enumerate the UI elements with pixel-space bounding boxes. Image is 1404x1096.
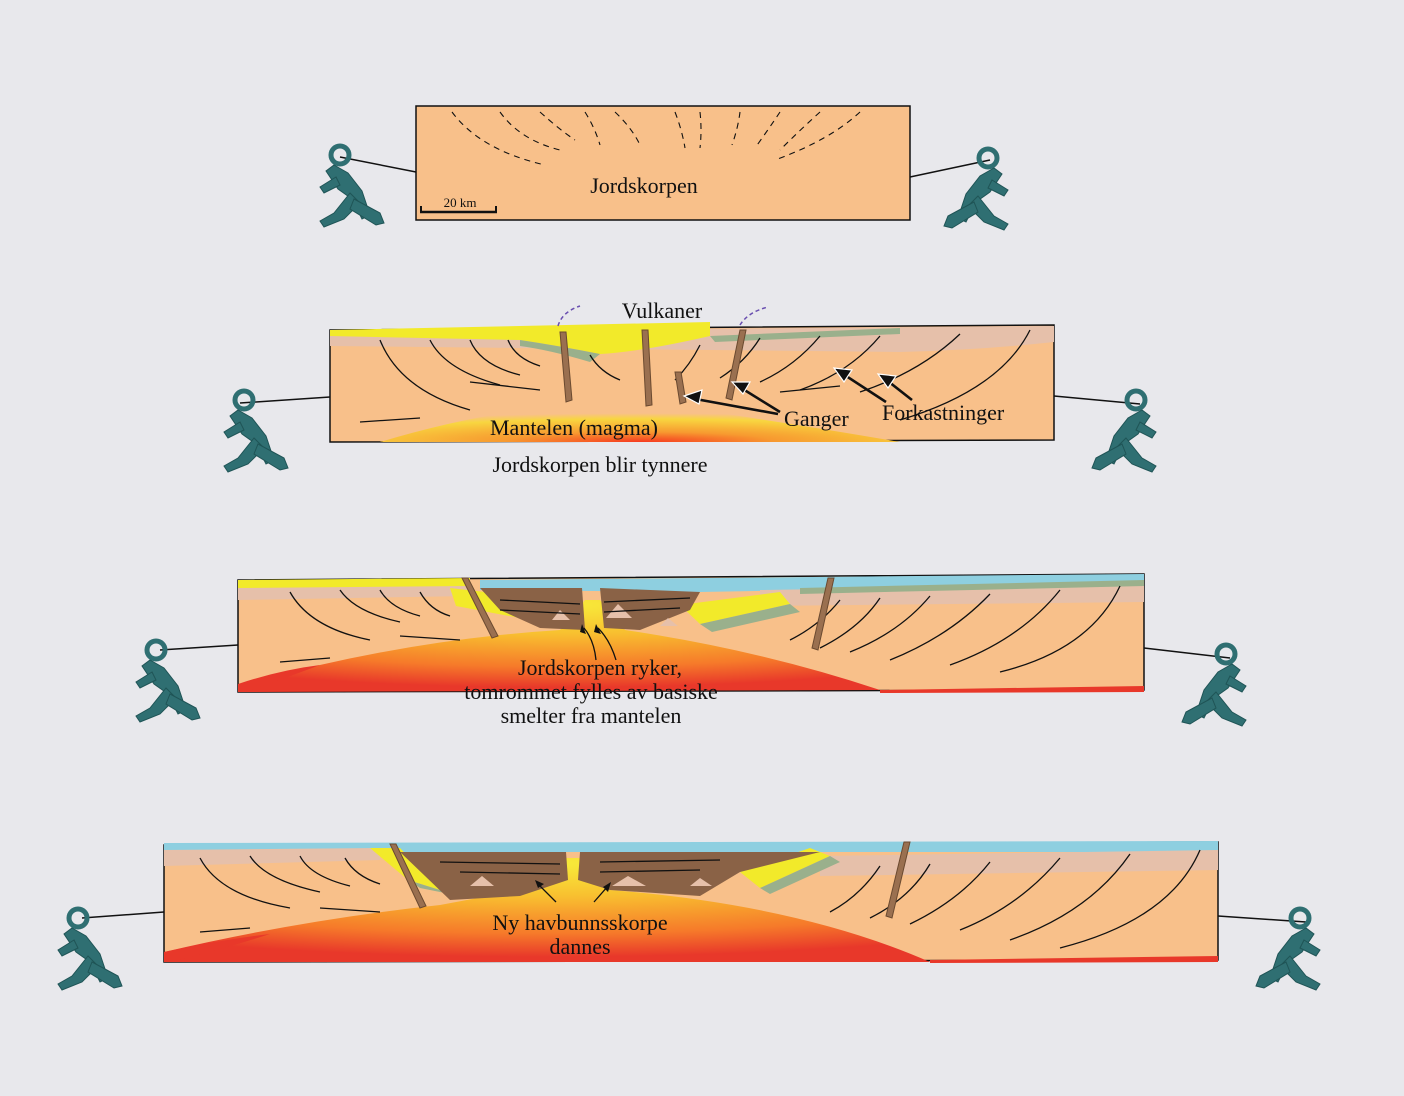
ocean <box>164 841 1218 852</box>
stage-4: Ny havbunnsskorpe dannes <box>58 841 1320 990</box>
magma-upwelling <box>164 858 930 962</box>
magma-upwelling <box>238 600 880 692</box>
stage4-caption-line1: Ny havbunnsskorpe <box>492 910 667 935</box>
sediment-wedge <box>552 610 570 620</box>
pulling-person-icon <box>58 909 122 990</box>
mantle-red-base-left <box>164 934 270 962</box>
sediment-green <box>710 328 900 342</box>
stage-1: Jordskorpen 20 km <box>320 105 1008 230</box>
mantle-red-base-left <box>238 665 320 692</box>
rift-arrows <box>580 624 617 661</box>
sediment-yellow <box>740 848 830 888</box>
pulling-person-icon <box>320 146 384 227</box>
sediment-green <box>760 856 840 894</box>
incipient-faults <box>451 111 861 166</box>
sediment-wedge <box>470 876 494 886</box>
volcano-plume <box>739 306 769 326</box>
sediment-yellow <box>330 322 710 354</box>
mantle-bulge <box>380 403 900 442</box>
sediment-wedge <box>660 618 678 626</box>
volcanoes-label: Vulkaner <box>622 298 703 323</box>
volcano-plume <box>557 305 581 327</box>
faults <box>199 849 1201 949</box>
mantle-label: Mantelen (magma) <box>490 415 658 440</box>
pulling-person-icon <box>944 149 1008 230</box>
dykes <box>389 841 911 919</box>
stage3-caption-line1: Jordskorpen ryker, <box>518 655 682 680</box>
stage-3: Jordskorpen ryker, tomrommet fylles av b… <box>136 573 1246 728</box>
upper-crust-layer <box>164 848 380 866</box>
faults <box>359 329 1031 423</box>
scale-bar-label: 20 km <box>444 195 477 210</box>
sediment-green <box>520 340 600 362</box>
dyke-arrows <box>682 381 781 416</box>
pulling-person-icon <box>224 391 288 472</box>
scale-bar: 20 km <box>420 195 497 214</box>
stage1-crust-label: Jordskorpen <box>590 173 698 198</box>
dykes <box>461 577 835 651</box>
sediment-yellow <box>238 578 470 588</box>
pulling-person-icon <box>136 641 200 722</box>
dykes-label: Ganger <box>784 406 849 431</box>
stage3-caption-line3: smelter fra mantelen <box>501 703 682 728</box>
mantle-red-base-right <box>880 686 1144 693</box>
fault-arrows <box>832 367 913 404</box>
sediment-green <box>800 580 1144 594</box>
sediment-green <box>700 604 800 632</box>
sediment-yellow <box>680 592 790 624</box>
stage-2: Vulkaner Ganger Forkastninger Mantelen (… <box>224 298 1156 477</box>
stage2-caption: Jordskorpen blir tynnere <box>492 452 707 477</box>
dykes <box>559 329 747 407</box>
faults-label: Forkastninger <box>882 400 1005 425</box>
stage3-caption-line2: tomrommet fylles av basiske <box>464 679 718 704</box>
ocean <box>480 574 1144 592</box>
pulling-person-icon <box>1182 645 1246 726</box>
sediment-wedge <box>690 878 712 886</box>
sediment-wedge <box>612 876 646 886</box>
crust-arrows <box>535 880 611 903</box>
stage4-caption-line2: dannes <box>549 934 610 959</box>
mantle-red-base-right <box>930 956 1218 963</box>
crust-block <box>415 105 911 221</box>
